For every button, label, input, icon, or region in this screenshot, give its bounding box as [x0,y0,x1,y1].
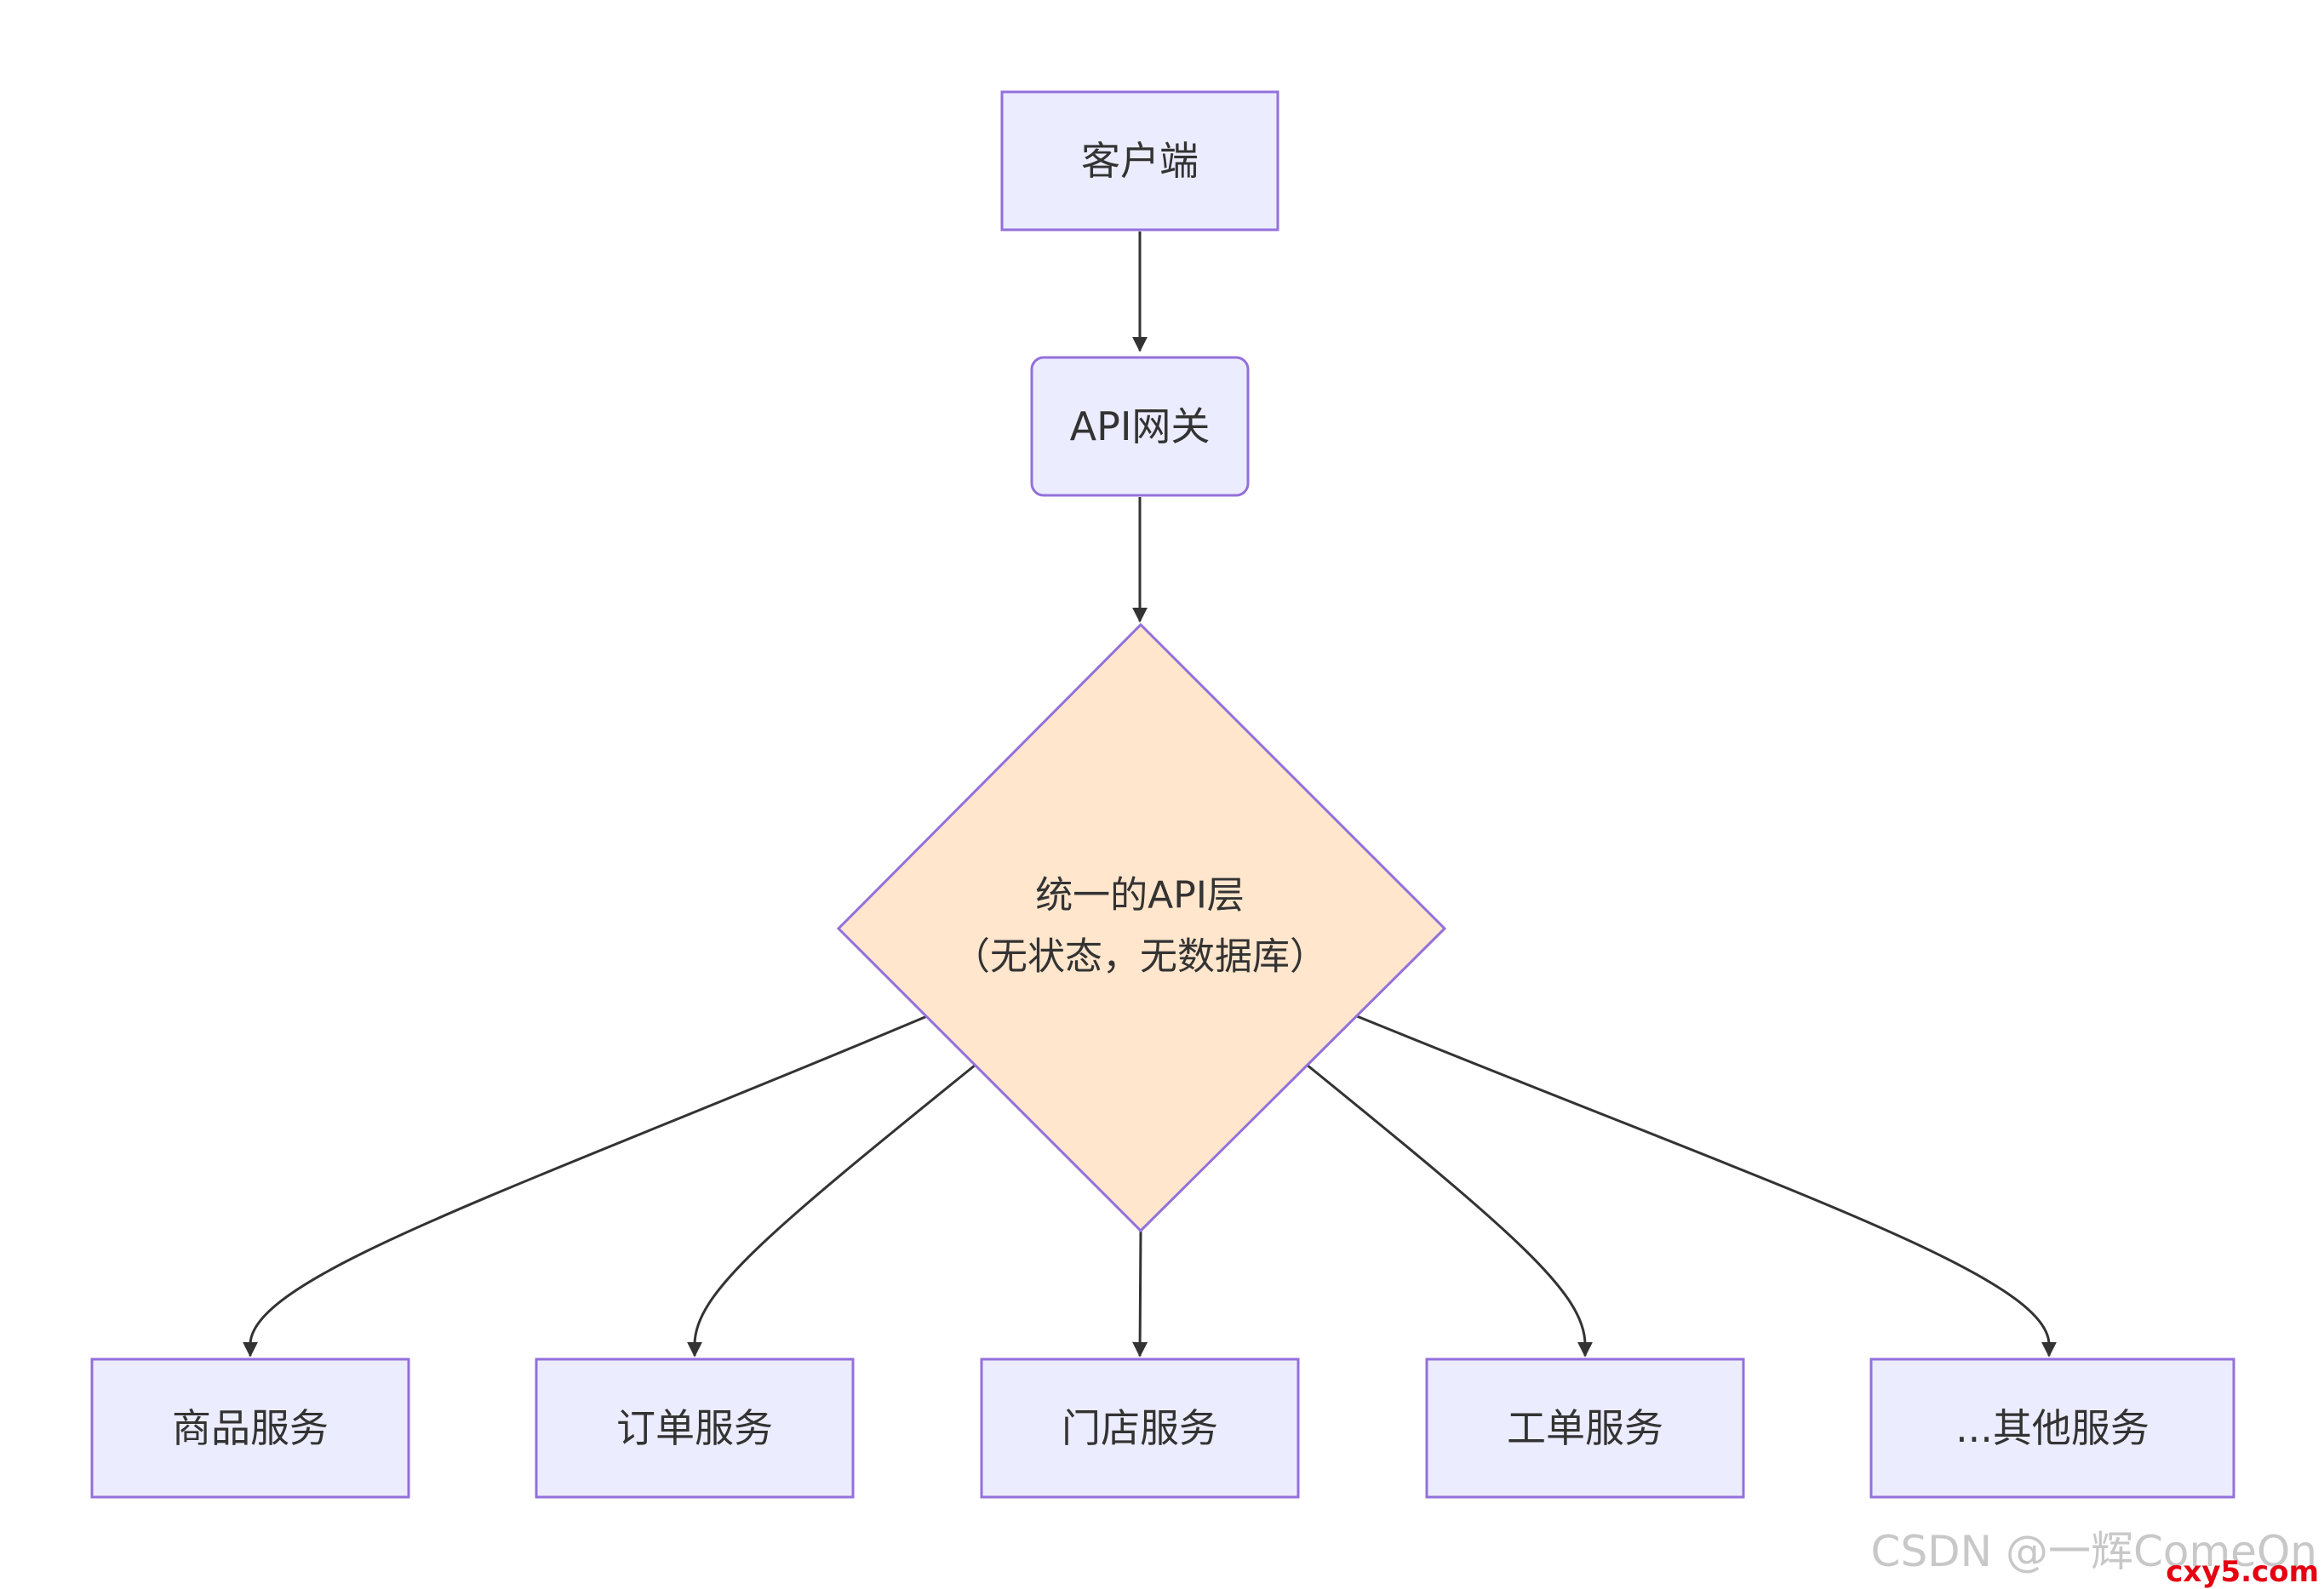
edges [243,231,2057,1358]
node-service-product: 商品服务 [90,1358,410,1499]
node-gateway: API网关 [1030,356,1250,497]
node-unified-api: 统一的API层 （无状态，无数据库） [836,622,1447,1233]
node-unified-api-label-line2: （无状态，无数据库） [953,935,1327,979]
edge-unified-product [243,1015,928,1358]
edge-unified-ticket [1306,1063,1593,1358]
watermark-author: CSDN @一辉ComeOn [1871,1527,2317,1576]
node-service-ticket: 工单服务 [1425,1358,1745,1499]
node-client: 客户端 [1000,90,1279,231]
node-service-other: ...其他服务 [1869,1358,2235,1499]
edge-unified-store [1132,1230,1148,1358]
edge-unified-order [687,1063,976,1358]
node-gateway-label: API网关 [1070,403,1211,449]
edge-unified-other [1356,1015,2057,1358]
node-service-product-label: 商品服务 [172,1405,329,1451]
node-service-store-label: 门店服务 [1062,1405,1218,1451]
node-unified-api-label-line1: 统一的API层 [1035,874,1245,917]
node-service-store: 门店服务 [980,1358,1300,1499]
node-service-order: 订单服务 [535,1358,855,1499]
node-service-order-label: 订单服务 [616,1405,773,1451]
node-service-other-label: ...其他服务 [1955,1405,2149,1451]
watermark-site: cxy5.com [2166,1555,2319,1589]
node-client-label: 客户端 [1081,138,1199,184]
node-service-ticket-label: 工单服务 [1507,1405,1663,1451]
